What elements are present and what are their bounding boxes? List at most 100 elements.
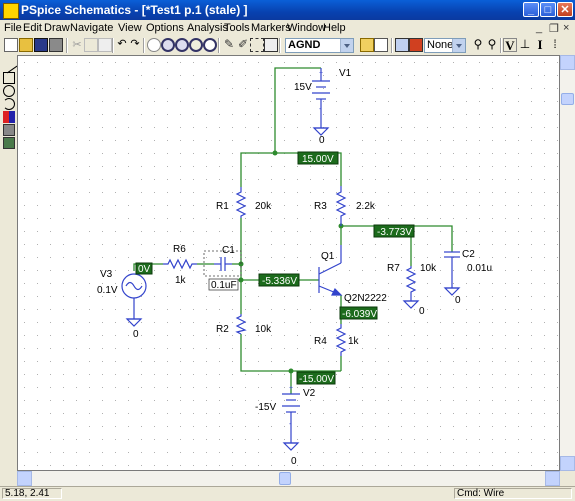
app-icon[interactable] <box>3 3 19 19</box>
zoom-in-icon[interactable] <box>161 38 175 52</box>
v1-value[interactable]: 15V <box>294 82 312 93</box>
horizontal-scrollbar[interactable] <box>17 471 560 486</box>
close-button[interactable]: ✕ <box>557 2 573 17</box>
setup-analysis-icon[interactable] <box>395 38 409 52</box>
r2-value[interactable]: 10k <box>255 324 272 335</box>
marker-source-box[interactable] <box>135 262 153 275</box>
mdi-restore-button[interactable]: ❐ <box>549 23 559 35</box>
components[interactable] <box>121 68 461 451</box>
voltage-display-button[interactable]: V <box>503 38 517 52</box>
r4-ref[interactable]: R4 <box>314 336 327 347</box>
schematic-drawing[interactable]: V1 15V + - 0 R1 20k R3 2.2k R6 1k C1 0.1… <box>18 56 560 471</box>
copy-icon[interactable] <box>84 38 98 52</box>
net-combo[interactable]: AGND <box>285 38 354 53</box>
open-folder-icon[interactable] <box>19 38 33 52</box>
c1-ref[interactable]: C1 <box>222 245 235 256</box>
q1-model[interactable]: Q2N2222 <box>344 293 387 304</box>
box-tool-icon[interactable] <box>3 72 15 84</box>
zoom-out-icon[interactable] <box>175 38 189 52</box>
menu-view[interactable]: View <box>118 22 142 34</box>
scroll-down-icon[interactable] <box>560 456 575 471</box>
place-part-icon[interactable] <box>374 38 388 52</box>
get-part-icon[interactable] <box>264 38 278 52</box>
current-display-button[interactable]: I <box>537 37 543 52</box>
image-tool-icon[interactable] <box>3 137 15 149</box>
new-file-icon[interactable] <box>4 38 18 52</box>
wire-r2-vee[interactable] <box>240 334 341 372</box>
marker-vee-box[interactable] <box>296 371 336 385</box>
marker-collector-box[interactable] <box>373 224 415 238</box>
probe-icon[interactable]: ⚲ <box>473 37 483 51</box>
color-tool-icon[interactable] <box>3 111 15 123</box>
text-icon[interactable]: ⁞ <box>553 37 557 51</box>
marker-combo[interactable]: None <box>424 38 466 53</box>
r3-value[interactable]: 2.2k <box>356 201 376 212</box>
r7-value[interactable]: 10k <box>420 263 437 274</box>
mark-icon[interactable]: ⚲ <box>487 37 497 51</box>
mdi-close-button[interactable]: × <box>563 22 570 34</box>
scroll-left-icon[interactable] <box>17 471 32 486</box>
chevron-down-icon[interactable] <box>340 39 353 52</box>
save-icon[interactable] <box>34 38 48 52</box>
wire-v1-top[interactable] <box>274 67 321 153</box>
line-tool-icon[interactable] <box>0 56 18 74</box>
menu-options[interactable]: Options <box>146 22 184 34</box>
draw-block-icon[interactable] <box>250 38 264 52</box>
r1-value[interactable]: 20k <box>255 201 272 212</box>
arc-tool-icon[interactable] <box>3 98 15 110</box>
r4-value[interactable]: 1k <box>348 336 360 347</box>
marker-vcc-box[interactable] <box>297 151 339 165</box>
c1-value-box[interactable] <box>208 278 239 291</box>
redraw-icon[interactable] <box>147 38 161 52</box>
menu-window[interactable]: Window <box>287 22 327 34</box>
zoom-area-icon[interactable] <box>189 38 203 52</box>
wire-vcc-r1[interactable] <box>240 152 275 187</box>
r7-ref[interactable]: R7 <box>387 263 400 274</box>
zoom-fit-icon[interactable] <box>203 38 217 52</box>
r6-ref[interactable]: R6 <box>173 244 186 255</box>
wire-collector-c2[interactable] <box>411 225 453 252</box>
c1-value[interactable]: 0.1uF <box>211 280 237 291</box>
mdi-minimize-button[interactable]: _ <box>536 22 543 34</box>
wire-v3-r6[interactable] <box>133 263 163 271</box>
marker-emitter-box[interactable] <box>339 306 378 320</box>
r3-ref[interactable]: R3 <box>314 201 327 212</box>
edit-symbol-icon[interactable] <box>360 38 374 52</box>
vertical-scrollbar[interactable] <box>560 55 575 471</box>
menu-edit[interactable]: Edit <box>23 22 42 34</box>
minimize-button[interactable]: _ <box>523 2 539 17</box>
r1-ref[interactable]: R1 <box>216 201 229 212</box>
marker-base-box[interactable] <box>258 273 300 287</box>
print-icon[interactable] <box>49 38 63 52</box>
scroll-right-icon[interactable] <box>545 471 560 486</box>
v2-value[interactable]: -15V <box>255 402 276 413</box>
v3-ref[interactable]: V3 <box>100 269 113 280</box>
v3-value[interactable]: 0.1V <box>97 285 118 296</box>
v1-ref[interactable]: V1 <box>339 68 352 79</box>
wires[interactable] <box>133 67 453 394</box>
scroll-up-icon[interactable] <box>560 55 575 70</box>
menu-help[interactable]: Help <box>323 22 346 34</box>
draw-wire-icon[interactable]: ✎ <box>223 37 235 51</box>
vertical-scroll-thumb[interactable] <box>561 93 574 105</box>
maximize-button[interactable]: □ <box>540 2 556 17</box>
block-tool-icon[interactable] <box>3 124 15 136</box>
redo-icon[interactable]: ↷ <box>130 38 140 50</box>
r6-value[interactable]: 1k <box>175 275 187 286</box>
chevron-down-icon[interactable] <box>452 39 465 52</box>
menu-navigate[interactable]: Navigate <box>70 22 114 34</box>
menu-draw[interactable]: Draw <box>44 22 70 34</box>
menu-file[interactable]: File <box>4 22 22 34</box>
menu-analysis[interactable]: Analysis <box>187 22 228 34</box>
v2-ref[interactable]: V2 <box>303 388 316 399</box>
q1-ref[interactable]: Q1 <box>321 251 335 262</box>
r2-ref[interactable]: R2 <box>216 324 229 335</box>
menu-tools[interactable]: Tools <box>224 22 250 34</box>
bias-point-icon[interactable]: ⊥ <box>519 37 531 51</box>
cut-icon[interactable]: ✂ <box>72 39 82 51</box>
draw-bus-icon[interactable]: ✐ <box>237 37 249 51</box>
undo-icon[interactable]: ↶ <box>117 38 127 50</box>
circle-tool-icon[interactable] <box>3 85 15 97</box>
simulate-icon[interactable] <box>409 38 423 52</box>
paste-icon[interactable] <box>98 38 112 52</box>
